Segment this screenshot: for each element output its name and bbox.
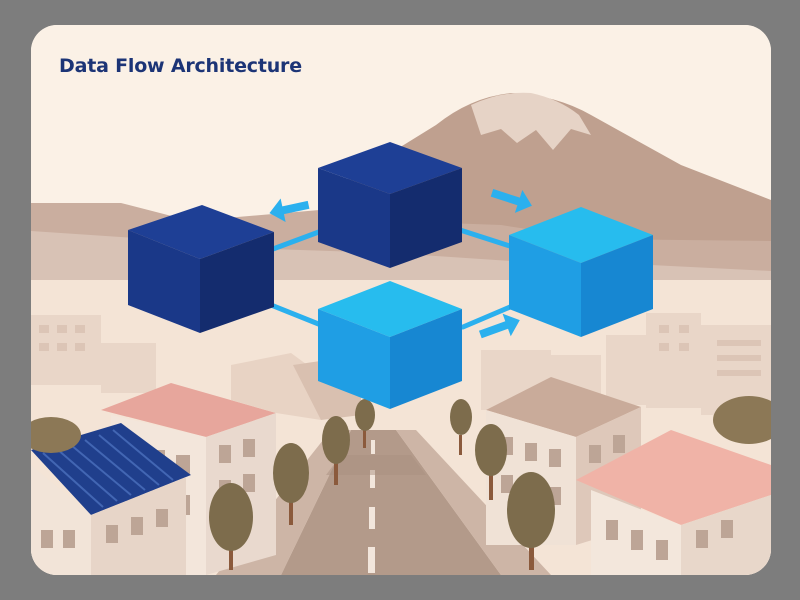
node-right <box>509 207 653 337</box>
arrow-icon-up-left <box>269 198 310 222</box>
arrow-icon-down-right <box>478 313 520 339</box>
node-top-center <box>318 142 462 268</box>
trees <box>209 399 555 570</box>
arrow-icon-up-right <box>490 189 532 213</box>
right-buildings <box>486 377 771 575</box>
city-background <box>31 25 771 575</box>
node-bottom-center <box>318 281 462 409</box>
node-left <box>128 205 274 333</box>
left-buildings <box>31 353 361 575</box>
diagram-card: Data Flow Architecture <box>31 25 771 575</box>
diagram-title: Data Flow Architecture <box>59 55 302 77</box>
